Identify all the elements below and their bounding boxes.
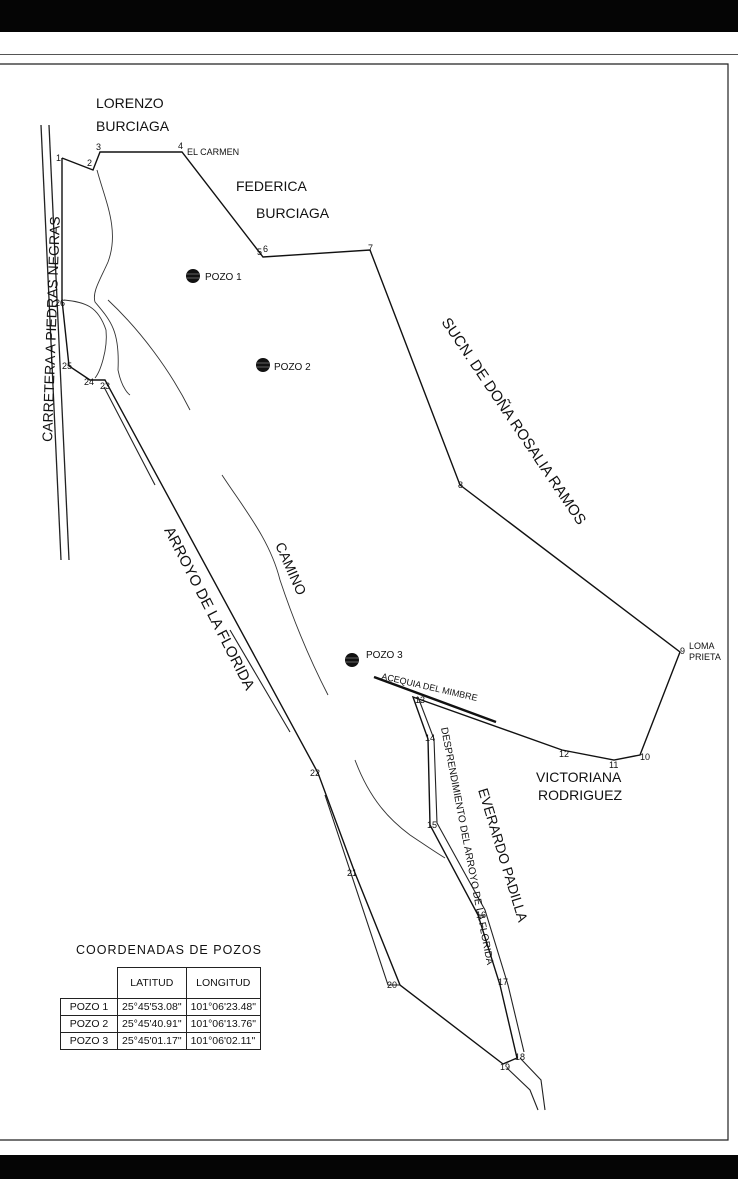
table-row: POZO 1 25°45'53.08" 101°06'23.48" [60, 998, 261, 1016]
vertex-25: 25 [62, 361, 72, 371]
vertex-9: 9 [680, 646, 685, 656]
coord-table: LATITUD LONGITUD POZO 1 25°45'53.08" 101… [60, 967, 261, 1050]
coord-table-header-lat: LATITUD [117, 967, 187, 999]
drawing-frame [0, 63, 729, 1141]
label-camino: CAMINO [272, 540, 309, 598]
vertex-22: 22 [310, 768, 320, 778]
label-loma-prieta-line2: PRIETA [689, 652, 721, 662]
owner-sucn: SUCN. DE DOÑA ROSALIA RAMOS [438, 315, 590, 528]
vertex-16: 16 [476, 910, 486, 920]
owner-federica-line1: FEDERICA [236, 178, 307, 194]
vertex-3: 3 [96, 142, 101, 152]
coord-pozo-label: POZO 3 [60, 1032, 118, 1050]
vertex-2: 2 [87, 158, 92, 168]
coord-lon: 101°06'13.76" [185, 1015, 261, 1033]
well-marker-pozo-3 [345, 653, 359, 667]
coord-lat: 25°45'53.08" [117, 998, 187, 1016]
vertex-20: 20 [387, 980, 397, 990]
label-pozo-2: POZO 2 [274, 362, 311, 373]
vertex-18: 18 [515, 1052, 525, 1062]
coord-table-header-row: LATITUD LONGITUD [61, 967, 261, 999]
owner-federica-line2: BURCIAGA [256, 205, 330, 221]
coord-lon: 101°06'02.11" [185, 1032, 261, 1050]
vertex-7: 7 [368, 243, 373, 253]
vertex-1: 1 [56, 153, 61, 163]
sheet-top-line [0, 54, 738, 55]
creek-bank-lines [103, 386, 546, 1111]
vertex-10: 10 [640, 752, 650, 762]
coord-lat: 25°45'01.17" [117, 1032, 187, 1050]
well-marker-pozo-1 [186, 269, 200, 283]
acequia-line [373, 675, 497, 724]
owner-lorenzo-line2: BURCIAGA [96, 118, 170, 134]
vertex-14: 14 [425, 733, 435, 743]
owner-lorenzo-line1: LORENZO [96, 95, 164, 111]
coord-table-title: COORDENADAS DE POZOS [76, 943, 262, 957]
owner-victoriana-line2: RODRIGUEZ [538, 787, 622, 803]
table-row: POZO 2 25°45'40.91" 101°06'13.76" [60, 1015, 261, 1033]
vertex-13: 13 [415, 695, 425, 705]
vertex-24: 24 [84, 377, 94, 387]
label-arroyo: ARROYO DE LA FLORIDA [160, 524, 257, 693]
table-row: POZO 3 25°45'01.17" 101°06'02.11" [60, 1032, 261, 1050]
label-loma-prieta-line1: LOMA [689, 641, 715, 651]
coord-lat: 25°45'40.91" [117, 1015, 187, 1033]
well-marker-pozo-2 [256, 358, 270, 372]
bottom-black-bar [0, 1155, 738, 1179]
coord-pozo-label: POZO 2 [60, 1015, 118, 1033]
vertex-4: 4 [178, 141, 183, 151]
label-carretera: CARRETERA A PIEDRAS NEGRAS [39, 216, 63, 442]
vertex-11: 11 [609, 760, 618, 770]
label-el-carmen: EL CARMEN [187, 147, 239, 157]
coord-table-corner [61, 968, 118, 999]
property-boundary [61, 151, 681, 1065]
top-black-bar [0, 0, 738, 32]
vertex-6: 6 [263, 244, 268, 254]
label-desprendimiento: DESPRENDIMIENTO DEL ARROYO DE LA FLORIDA [438, 726, 495, 966]
vertex-17: 17 [498, 977, 508, 987]
vertex-5: 5 [257, 247, 262, 257]
coord-table-header-lon: LONGITUD [185, 967, 261, 999]
drainage-curves [63, 169, 446, 859]
vertex-26: 26 [55, 298, 65, 308]
vertex-labels: 1 2 3 4 5 6 7 8 9 10 11 12 13 14 15 16 1… [55, 141, 685, 1072]
vertex-12: 12 [559, 749, 569, 759]
vertex-15: 15 [427, 820, 437, 830]
label-pozo-3: POZO 3 [366, 650, 403, 661]
vertex-8: 8 [458, 480, 463, 490]
coord-lon: 101°06'23.48" [185, 998, 261, 1016]
label-pozo-1: POZO 1 [205, 272, 242, 283]
vertex-19: 19 [500, 1062, 510, 1072]
owner-victoriana-line1: VICTORIANA [536, 769, 622, 785]
vertex-21: 21 [347, 868, 357, 878]
vertex-23: 23 [100, 381, 110, 391]
coord-pozo-label: POZO 1 [60, 998, 118, 1016]
road-lines [40, 124, 70, 561]
